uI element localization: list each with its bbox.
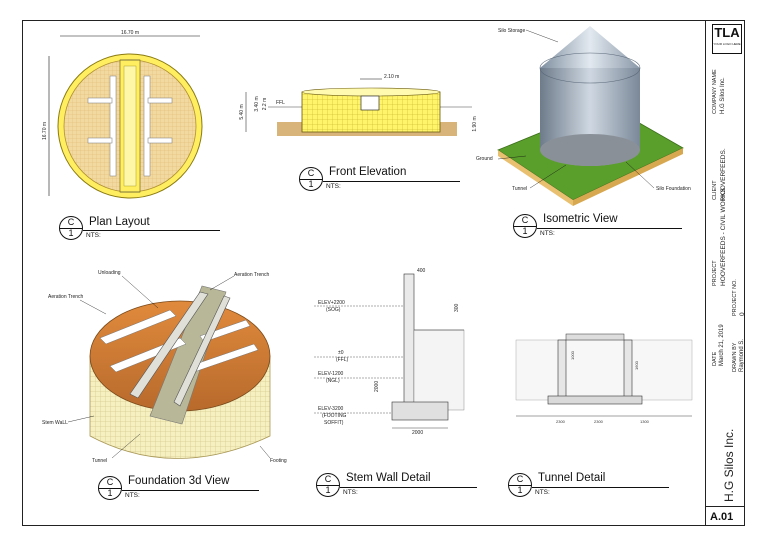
tunnel-dim-a: 2300 [556, 419, 566, 424]
logo-text: TLA [714, 25, 740, 40]
plan-layout-drawing: 16.70 m 16.70 m [42, 30, 203, 199]
elev-ffl: FFL [276, 100, 285, 106]
elev-dim-top: 2.10 m [384, 74, 399, 80]
view-title: Tunnel Detail [538, 472, 606, 484]
view-scale: NTS: [540, 230, 555, 237]
tb-company-big: H.G Silos Inc. [722, 428, 736, 502]
tb-drawn-by: Raymond S. [739, 338, 745, 372]
f3d-label-aeration-b: Aeration Trench [234, 272, 270, 278]
tb-project-no: 0 [739, 312, 746, 316]
stemwall-elev1: ELEV+2200 [318, 300, 345, 306]
view-title: Isometric View [543, 213, 618, 225]
tb-project: HOOVERFEEDS - CIVIL WORKS [720, 188, 727, 286]
titleblock-divider [705, 20, 707, 526]
f3d-label-unloading: Unloading [98, 270, 121, 276]
sheet-number-divider [706, 506, 745, 507]
drawing-sheet-border [22, 20, 745, 526]
stemwall-elev1b: (SOG) [326, 307, 341, 313]
tunnel-dim-e: 1300 [640, 419, 650, 424]
tunnel-dim-b: 1000 [570, 350, 575, 360]
front-elevation-drawing: 2.10 m 5.40 m 3.40 m 2.2 m FFL 1.90 m [239, 74, 478, 136]
isometric-view-drawing: Silo Storage Ground Tunnel Silo Foundati… [476, 26, 691, 206]
stemwall-dim-top: 400 [417, 268, 426, 274]
stemwall-dim-mid: 300 [454, 303, 460, 312]
tb-project-label: PROJECT [712, 260, 718, 286]
logo-subtext: YOUR LOGO HERE [713, 42, 741, 46]
stemwall-elev2: ±0 [338, 350, 344, 356]
view-scale: NTS: [343, 489, 358, 496]
tb-date-label: DATE [712, 351, 718, 366]
tb-date: March 21, 2019 [719, 324, 725, 366]
iso-label-silo-storage: Silo Storage [498, 28, 525, 34]
stemwall-dim-left: 2000 [374, 381, 380, 392]
view-title: Front Elevation [329, 166, 407, 178]
iso-label-silo-foundation: Silo Foundation [656, 186, 691, 192]
plan-dim-side: 16.70 m [42, 122, 48, 140]
view-title: Stem Wall Detail [346, 472, 431, 484]
tb-project-no-label: PROJECT NO. [732, 279, 738, 316]
tb-company-name: H.G Silos Inc. [720, 77, 726, 114]
view-title: Foundation 3d View [128, 475, 230, 487]
stemwall-dim-bottom: 2000 [412, 430, 423, 436]
elev-dim-a: 3.40 m [254, 96, 260, 111]
view-title: Plan Layout [89, 216, 150, 228]
stem-wall-detail-drawing: ELEV+2200 (SOG) ±0 (FFL) ELEV-1200 (NGL)… [314, 268, 465, 436]
foundation-3d-drawing: Unloading Aeration Trench Aeration Trenc… [42, 270, 287, 464]
stemwall-elev4c: SOFFIT) [324, 420, 344, 426]
f3d-label-aeration-a: Aeration Trench [48, 294, 84, 300]
plan-dim-top: 16.70 m [121, 30, 139, 36]
tb-company-name-label: COMPANY NAME [712, 69, 718, 114]
stemwall-elev3: ELEV-1200 [318, 371, 344, 377]
view-scale: NTS: [535, 489, 550, 496]
f3d-label-footing: Footing [270, 458, 287, 464]
elev-dim-b: 2.2 m [262, 98, 268, 111]
view-scale: NTS: [326, 183, 341, 190]
tunnel-detail-drawing: 2300 2300 1300 1000 1600 [515, 333, 693, 424]
logo-box: TLA YOUR LOGO HERE [712, 24, 742, 54]
tunnel-dim-d: 2300 [594, 419, 604, 424]
stemwall-elev3b: (NGL) [326, 378, 340, 384]
stemwall-elev4b: (FOOTING [322, 413, 347, 419]
tunnel-dim-c: 1600 [634, 360, 639, 370]
f3d-label-stem-wall: Stem WaLL [42, 420, 68, 426]
tb-drawn-by-label: DRAWN BY [732, 342, 738, 372]
f3d-label-tunnel: Tunnel [92, 458, 107, 464]
view-scale: NTS: [86, 232, 101, 239]
view-scale: NTS: [125, 492, 140, 499]
elev-dim-right: 1.90 m [472, 116, 478, 131]
sheet-number: A.01 [710, 511, 734, 523]
tb-client-label: CLIENT [712, 180, 718, 200]
iso-label-ground: Ground [476, 156, 493, 162]
elev-dim-c: 5.40 m [239, 104, 245, 119]
stemwall-elev2b: (FFL) [336, 357, 349, 363]
stemwall-elev4: ELEV-3200 [318, 406, 344, 412]
iso-label-tunnel: Tunnel [512, 186, 527, 192]
